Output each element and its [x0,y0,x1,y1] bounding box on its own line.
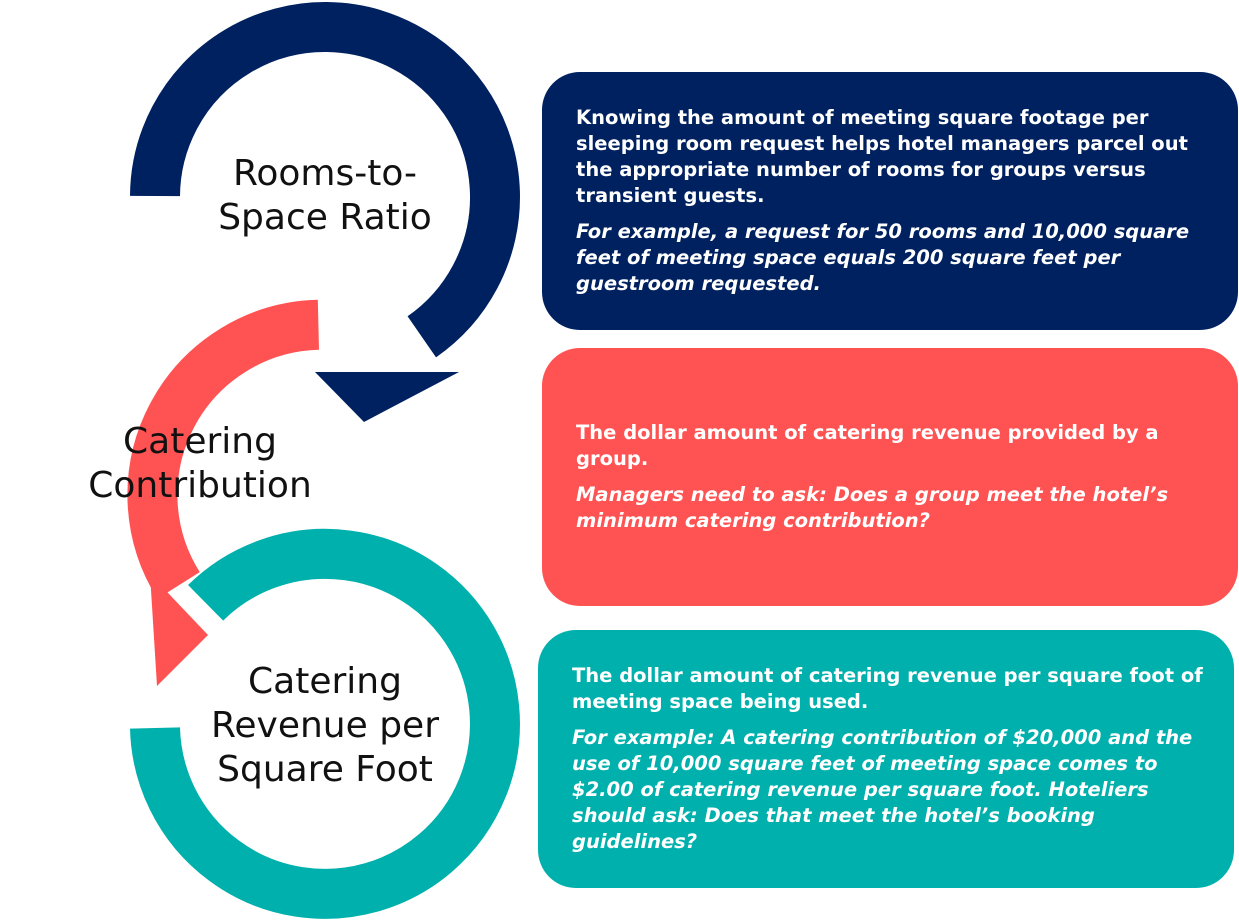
catering-revenue-description: The dollar amount of catering revenue pe… [572,664,1203,713]
catering-contribution-example: Managers need to ask: Does a group meet … [576,483,1169,532]
catering-revenue-per-square-foot-label: Catering Revenue per Square Foot [210,661,440,790]
rooms-to-space-arrowhead [315,372,459,422]
rooms-to-space-ratio-description: Knowing the amount of meeting square foo… [576,106,1188,207]
rooms-to-space-ratio-card: Knowing the amount of meeting square foo… [542,72,1238,330]
rooms-to-space-arrow-arc [130,2,520,358]
rooms-to-space-ratio-label: Rooms-to- Space Ratio [218,153,432,238]
catering-contribution-description: The dollar amount of catering revenue pr… [576,421,1159,470]
catering-revenue-example: For example: A catering contribution of … [572,726,1193,853]
catering-contribution-arrowhead [150,574,208,686]
catering-contribution-card: The dollar amount of catering revenue pr… [542,348,1238,606]
catering-contribution-label: Catering Contribution [88,421,312,506]
catering-revenue-ring-arc [130,528,520,919]
catering-revenue-card: The dollar amount of catering revenue pe… [538,630,1234,888]
catering-contribution-arrow-arc [127,299,320,599]
rooms-to-space-ratio-example: For example, a request for 50 rooms and … [576,220,1190,295]
